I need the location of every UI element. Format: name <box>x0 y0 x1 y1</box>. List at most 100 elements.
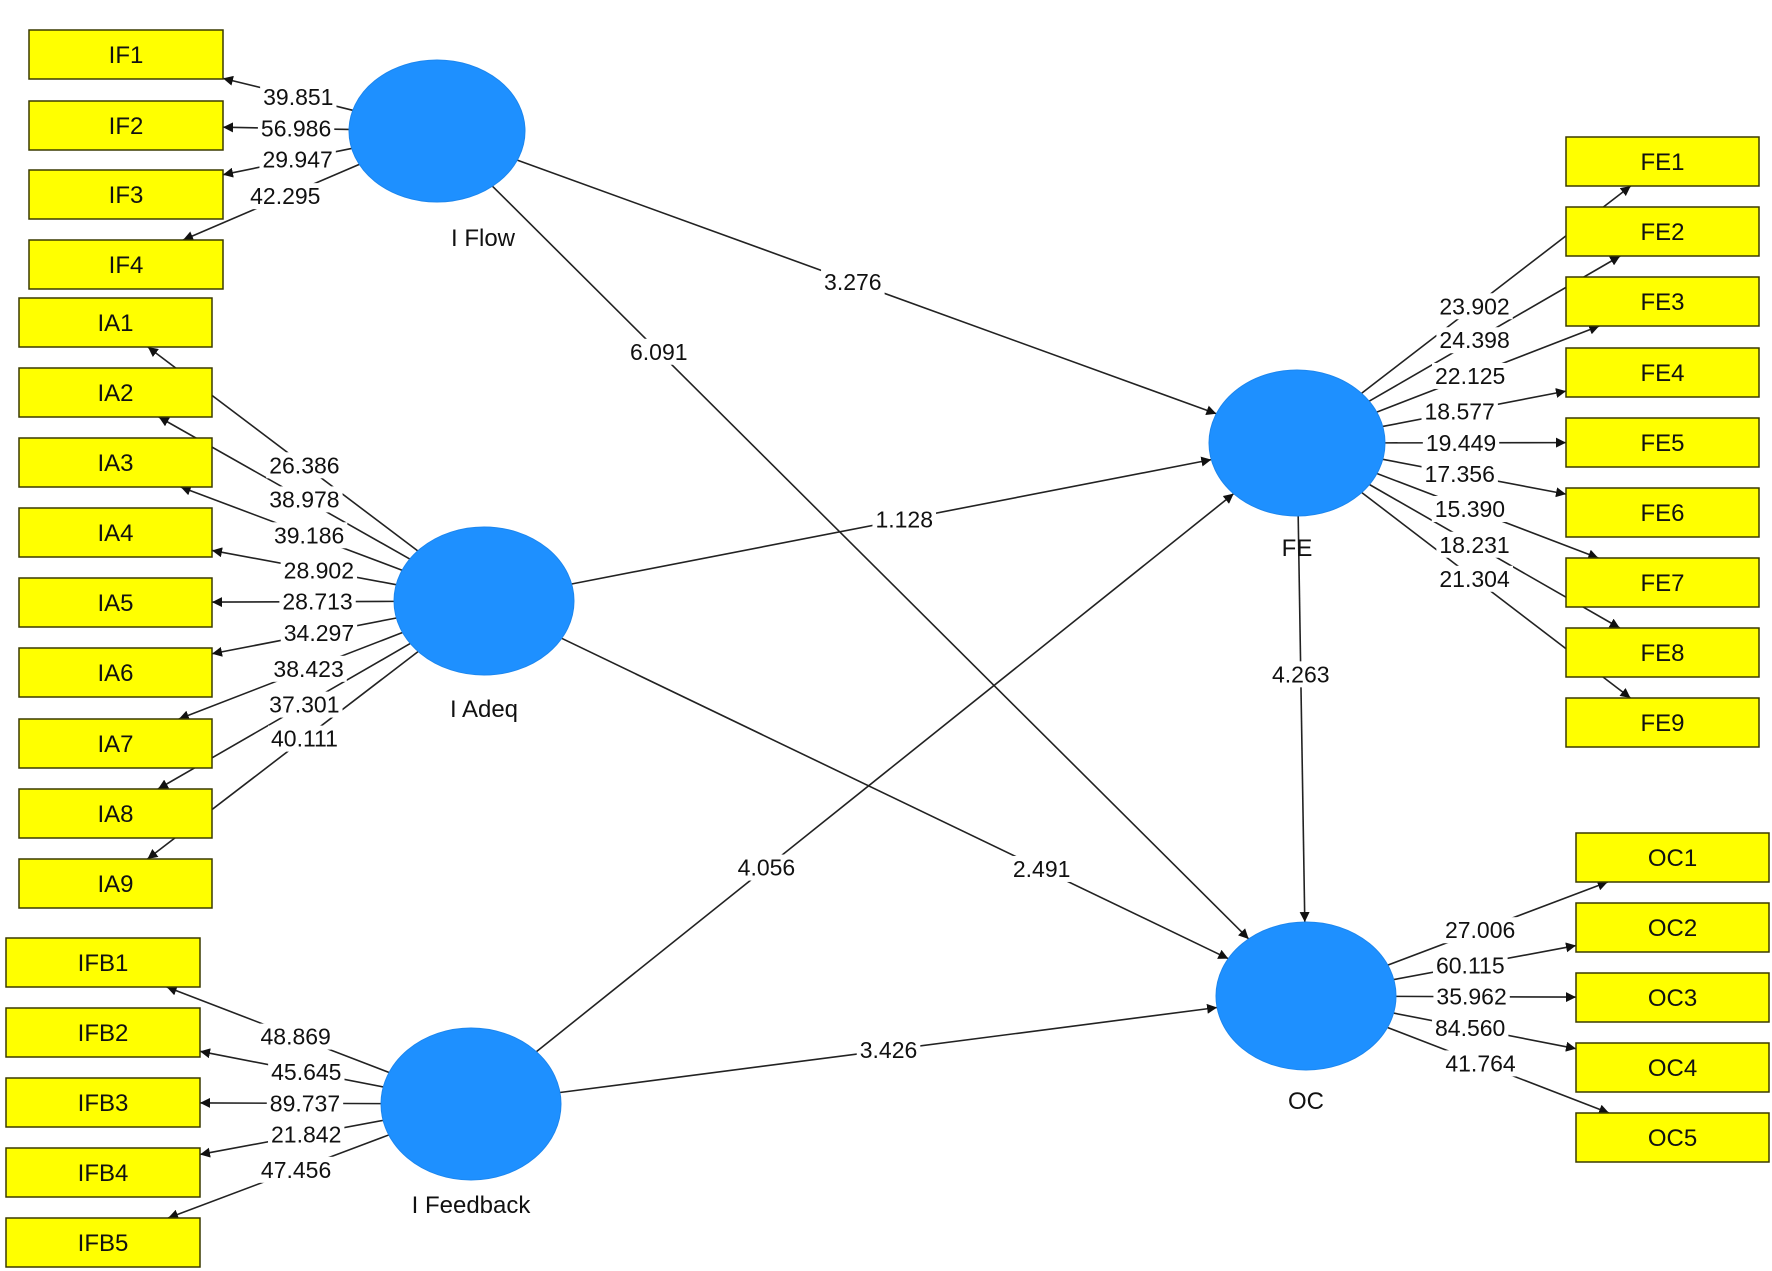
loading-label-ifb5: 47.456 <box>257 1156 335 1183</box>
indicator-label: IA6 <box>97 660 133 687</box>
svg-text:22.125: 22.125 <box>1435 363 1505 389</box>
indicator-label: IF2 <box>109 113 144 140</box>
svg-text:39.186: 39.186 <box>274 522 344 548</box>
indicator-ifb5[interactable]: IFB5 <box>5 1217 201 1268</box>
indicator-fe6[interactable]: FE6 <box>1565 487 1760 538</box>
indicator-label: IA9 <box>97 871 133 898</box>
indicator-ia7[interactable]: IA7 <box>18 718 213 769</box>
indicator-ifb4[interactable]: IFB4 <box>5 1147 201 1198</box>
indicator-ifb3[interactable]: IFB3 <box>5 1077 201 1128</box>
svg-text:19.449: 19.449 <box>1426 430 1496 456</box>
indicator-if4[interactable]: IF4 <box>28 239 224 290</box>
svg-text:40.111: 40.111 <box>271 726 338 752</box>
indicator-label: IA7 <box>97 731 133 758</box>
loading-label-ia9: 40.111 <box>268 725 341 752</box>
indicator-ia5[interactable]: IA5 <box>18 577 213 628</box>
svg-text:42.295: 42.295 <box>250 183 320 209</box>
loading-label-oc2: 60.115 <box>1432 952 1508 979</box>
svg-text:3.276: 3.276 <box>824 269 882 295</box>
indicator-label: IFB4 <box>78 1160 129 1187</box>
svg-text:24.398: 24.398 <box>1439 327 1509 353</box>
indicator-ia8[interactable]: IA8 <box>18 788 213 839</box>
latent-fe[interactable] <box>1208 369 1386 517</box>
loading-label-ia5: 28.713 <box>279 588 356 615</box>
svg-text:23.902: 23.902 <box>1439 293 1509 319</box>
indicator-ifb1[interactable]: IFB1 <box>5 937 201 988</box>
loading-label-fe5: 19.449 <box>1422 429 1500 456</box>
indicator-label: IA2 <box>97 380 133 407</box>
svg-text:56.986: 56.986 <box>261 116 331 142</box>
indicator-ia2[interactable]: IA2 <box>18 367 213 418</box>
svg-text:21.304: 21.304 <box>1439 566 1510 592</box>
svg-text:17.356: 17.356 <box>1425 461 1495 487</box>
indicator-fe3[interactable]: FE3 <box>1565 276 1760 327</box>
loading-label-ifb1: 48.869 <box>257 1023 334 1050</box>
latent-iflow[interactable] <box>348 59 526 203</box>
path-label-iadeq-to-oc: 2.491 <box>1009 855 1074 882</box>
path-edge-fe-to-oc <box>1297 515 1310 923</box>
loading-label-if4: 42.295 <box>247 183 324 210</box>
indicator-fe9[interactable]: FE9 <box>1565 697 1760 748</box>
loading-label-if2: 56.986 <box>257 115 335 142</box>
indicator-oc5[interactable]: OC5 <box>1575 1112 1770 1163</box>
loading-label-fe7: 15.390 <box>1431 495 1509 522</box>
loading-label-ia1: 26.386 <box>266 452 343 479</box>
indicator-fe8[interactable]: FE8 <box>1565 627 1760 678</box>
indicator-fe5[interactable]: FE5 <box>1565 417 1760 468</box>
svg-text:41.764: 41.764 <box>1445 1050 1516 1076</box>
indicator-label: FE7 <box>1640 570 1684 597</box>
indicator-label: IFB5 <box>78 1230 129 1257</box>
indicator-oc3[interactable]: OC3 <box>1575 972 1770 1023</box>
indicator-label: OC3 <box>1648 985 1697 1012</box>
indicator-ia6[interactable]: IA6 <box>18 647 213 698</box>
svg-text:37.301: 37.301 <box>269 692 339 718</box>
svg-text:38.978: 38.978 <box>269 486 339 512</box>
path-label-iadeq-to-fe: 1.128 <box>872 506 937 533</box>
indicator-label: IFB3 <box>78 1090 129 1117</box>
indicator-ia4[interactable]: IA4 <box>18 507 213 558</box>
indicator-if3[interactable]: IF3 <box>28 169 224 220</box>
path-label-iflow-to-oc: 6.091 <box>627 338 691 365</box>
loading-label-oc4: 84.560 <box>1432 1015 1509 1042</box>
svg-text:27.006: 27.006 <box>1445 917 1515 943</box>
svg-text:60.115: 60.115 <box>1436 952 1505 978</box>
svg-text:28.902: 28.902 <box>284 557 354 583</box>
indicator-oc4[interactable]: OC4 <box>1575 1042 1770 1093</box>
indicator-ifb2[interactable]: IFB2 <box>5 1007 201 1058</box>
indicator-fe1[interactable]: FE1 <box>1565 136 1760 187</box>
loading-label-oc5: 41.764 <box>1442 1050 1519 1077</box>
indicator-ia3[interactable]: IA3 <box>18 437 213 488</box>
loading-label-ia7: 38.423 <box>270 655 347 682</box>
loading-label-fe6: 17.356 <box>1421 460 1498 487</box>
indicator-if2[interactable]: IF2 <box>28 100 224 151</box>
indicator-label: IA5 <box>97 590 133 617</box>
loading-label-ia3: 39.186 <box>270 522 348 549</box>
latent-oc[interactable] <box>1215 921 1397 1071</box>
latent-label-oc: OC <box>1288 1088 1324 1115</box>
svg-text:3.426: 3.426 <box>860 1037 918 1063</box>
latent-label-fe: FE <box>1282 535 1313 562</box>
indicator-fe4[interactable]: FE4 <box>1565 347 1760 398</box>
indicator-fe7[interactable]: FE7 <box>1565 557 1760 608</box>
indicator-label: FE5 <box>1640 430 1684 457</box>
indicator-oc1[interactable]: OC1 <box>1575 832 1770 883</box>
svg-text:21.842: 21.842 <box>271 1122 341 1148</box>
indicator-label: IF1 <box>109 42 144 69</box>
indicator-if1[interactable]: IF1 <box>28 29 224 80</box>
latent-iadeq[interactable] <box>393 526 575 676</box>
indicator-oc2[interactable]: OC2 <box>1575 902 1770 953</box>
latent-ifeedback[interactable] <box>380 1027 562 1181</box>
svg-text:18.231: 18.231 <box>1439 532 1509 558</box>
svg-text:39.851: 39.851 <box>263 84 333 110</box>
indicator-fe2[interactable]: FE2 <box>1565 206 1760 257</box>
loading-label-fe3: 22.125 <box>1432 362 1509 389</box>
svg-text:6.091: 6.091 <box>630 339 688 365</box>
indicator-ia9[interactable]: IA9 <box>18 858 213 909</box>
loading-label-ia8: 37.301 <box>266 691 343 718</box>
indicator-ia1[interactable]: IA1 <box>18 297 213 348</box>
svg-text:29.947: 29.947 <box>262 146 332 172</box>
svg-text:45.645: 45.645 <box>271 1059 341 1085</box>
svg-text:89.737: 89.737 <box>270 1090 340 1116</box>
svg-text:47.456: 47.456 <box>261 1157 331 1183</box>
